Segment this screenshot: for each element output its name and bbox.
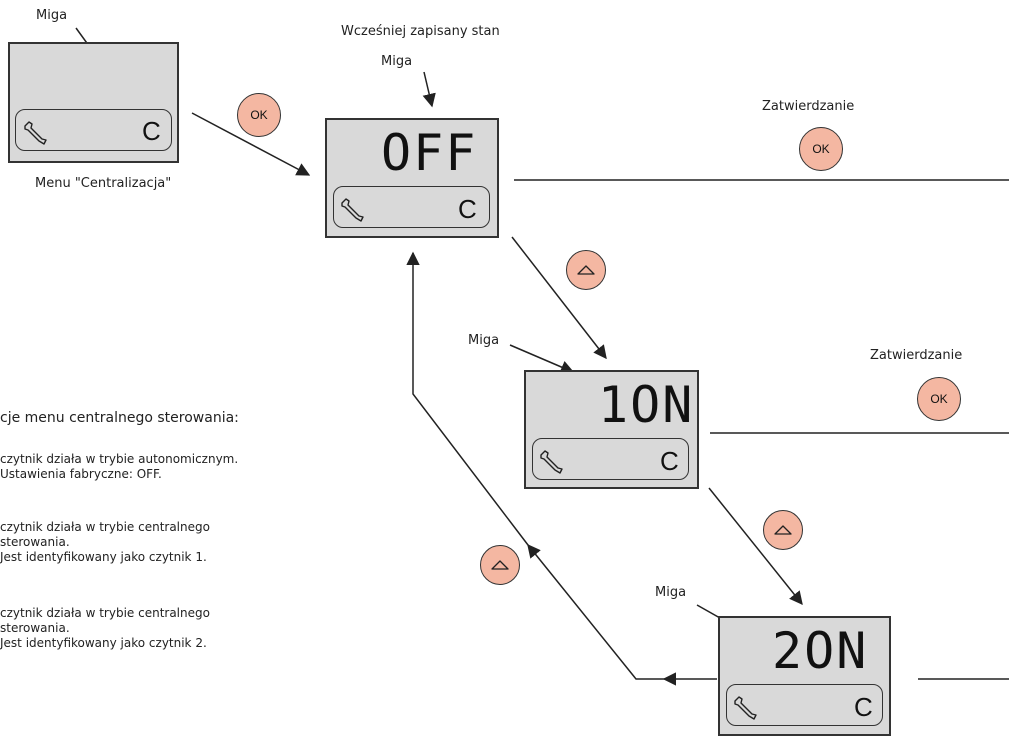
description-heading: cje menu centralnego sterowania: [0, 410, 239, 426]
ok-button-confirm-off: OK [799, 127, 843, 171]
off-display: OFF C [325, 118, 499, 238]
loop-back-arrow [527, 543, 664, 680]
off-display-value: OFF [381, 124, 478, 182]
1on-display-value: 1ON [598, 376, 695, 434]
loop-up-arrow [406, 251, 529, 546]
1on-panel-frame [532, 438, 689, 480]
2on-panel-frame [726, 684, 883, 726]
2on-display: 2ON C [718, 616, 891, 736]
1on-letter: C [660, 446, 679, 476]
menu-caption: Menu "Centralizacja" [35, 176, 172, 191]
menu-panel-frame [15, 109, 172, 151]
description-off: czytnik działa w trybie autonomicznym. U… [0, 452, 239, 481]
description-1on: czytnik działa w trybie centralnego ster… [0, 520, 210, 564]
2on-letter: C [854, 692, 873, 722]
off-letter: C [458, 194, 477, 224]
1on-display: 1ON C [524, 370, 699, 489]
description-2on: czytnik działa w trybie centralnego ster… [0, 606, 210, 650]
off-blink-arrow [422, 71, 436, 108]
1on-blink-arrow [509, 344, 575, 374]
menu-display: C [8, 42, 179, 163]
2on-display-value: 2ON [772, 622, 869, 680]
up-arrow-icon [491, 560, 509, 570]
1on-blink-label: Miga [468, 333, 500, 348]
menu-letter: C [142, 116, 161, 146]
menu-to-off-arrow [191, 112, 311, 176]
off-confirm-label: Zatwierdzanie [762, 99, 855, 114]
up-arrow-icon [577, 265, 595, 275]
up-button-1on [763, 510, 803, 550]
1on-to-2on-arrow [708, 487, 803, 606]
wrench-icon [341, 198, 364, 222]
off-to-1on-arrow [511, 236, 607, 360]
ok-label: OK [812, 142, 830, 156]
up-button-off [566, 250, 606, 290]
wrench-icon [734, 696, 757, 720]
ok-label: OK [930, 392, 948, 406]
off-blink-label: Miga [381, 54, 413, 69]
ok-button-confirm-1on: OK [917, 377, 961, 421]
off-panel-frame [333, 186, 490, 228]
wrench-icon [24, 121, 47, 145]
1on-confirm-label: Zatwierdzanie [870, 348, 963, 363]
wrench-icon [540, 450, 563, 474]
ok-button-enter: OK [237, 93, 281, 137]
2on-blink-label: Miga [655, 585, 687, 600]
previously-saved-label: Wcześniej zapisany stan [341, 24, 500, 39]
up-button-2on [480, 545, 520, 585]
up-arrow-icon [774, 525, 792, 535]
ok-label: OK [250, 108, 268, 122]
menu-blink-label: Miga [36, 8, 68, 23]
